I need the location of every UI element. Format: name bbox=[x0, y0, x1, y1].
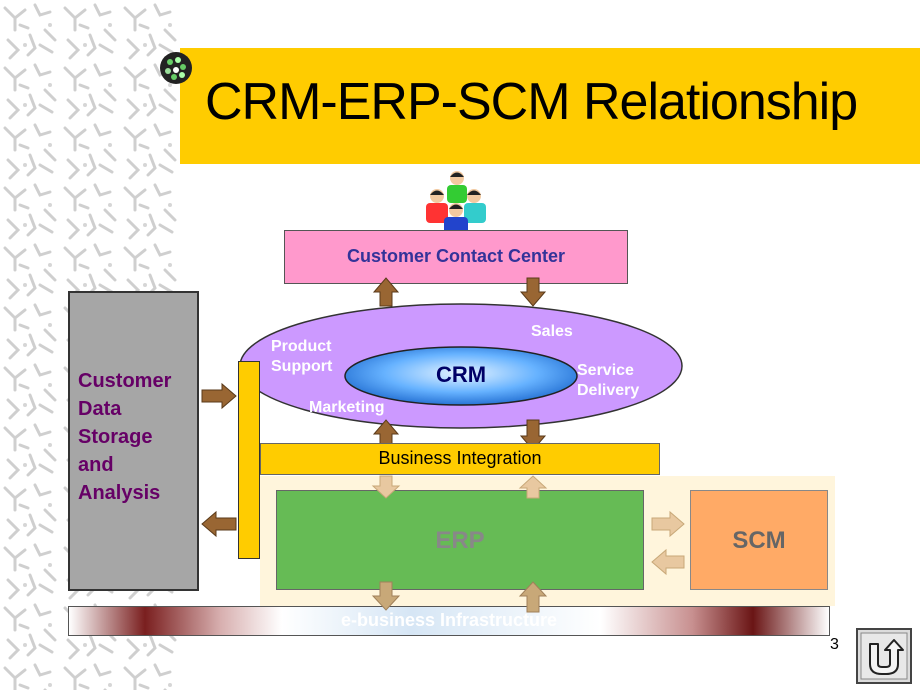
customer-data-box bbox=[68, 291, 199, 591]
crm-label: CRM bbox=[435, 362, 487, 387]
business-integration-bar bbox=[260, 443, 660, 475]
scm-label: SCM bbox=[732, 527, 786, 554]
service-delivery-label: Service Delivery bbox=[577, 362, 640, 399]
erp-box bbox=[276, 490, 644, 590]
title-band bbox=[180, 48, 920, 164]
page-title: CRM-ERP-SCM Relationship bbox=[205, 73, 858, 131]
business-integration-label: Business Integration bbox=[378, 448, 542, 468]
infrastructure-bar bbox=[68, 606, 830, 636]
bullet-icon bbox=[160, 52, 192, 84]
arrow-erp-to-scm bbox=[651, 510, 685, 538]
scm-box bbox=[690, 490, 828, 590]
arrow-erp-to-infra-left bbox=[371, 581, 401, 611]
arrow-bi-to-erp-left bbox=[371, 475, 401, 499]
arrow-infra-to-erp-right bbox=[518, 581, 548, 613]
arrow-down-from-contact-center bbox=[519, 277, 547, 307]
crm-core bbox=[344, 346, 578, 406]
marketing-label: Marketing bbox=[309, 399, 385, 416]
sales-label: Sales bbox=[531, 323, 573, 340]
arrow-up-to-contact-center bbox=[372, 277, 400, 307]
arrow-right-to-vbar bbox=[201, 382, 237, 410]
erp-label: ERP bbox=[435, 527, 485, 554]
product-support-label: Product Support bbox=[271, 338, 333, 375]
arrow-left-to-customer-data bbox=[201, 510, 237, 538]
people-group-icon bbox=[426, 171, 486, 240]
home-return-icon[interactable] bbox=[856, 628, 912, 684]
arrow-erp-to-bi-right bbox=[518, 475, 548, 499]
customer-data-label: Customer Data Storage and Analysis bbox=[78, 370, 172, 504]
integration-vertical-bar bbox=[238, 361, 260, 559]
customer-contact-center-label: Customer Contact Center bbox=[346, 246, 566, 266]
arrow-scm-to-erp bbox=[651, 548, 685, 576]
infrastructure-label: e-business Infrastructure bbox=[340, 610, 558, 630]
page-number: 3 bbox=[830, 636, 839, 653]
customer-contact-center-box bbox=[284, 230, 628, 284]
